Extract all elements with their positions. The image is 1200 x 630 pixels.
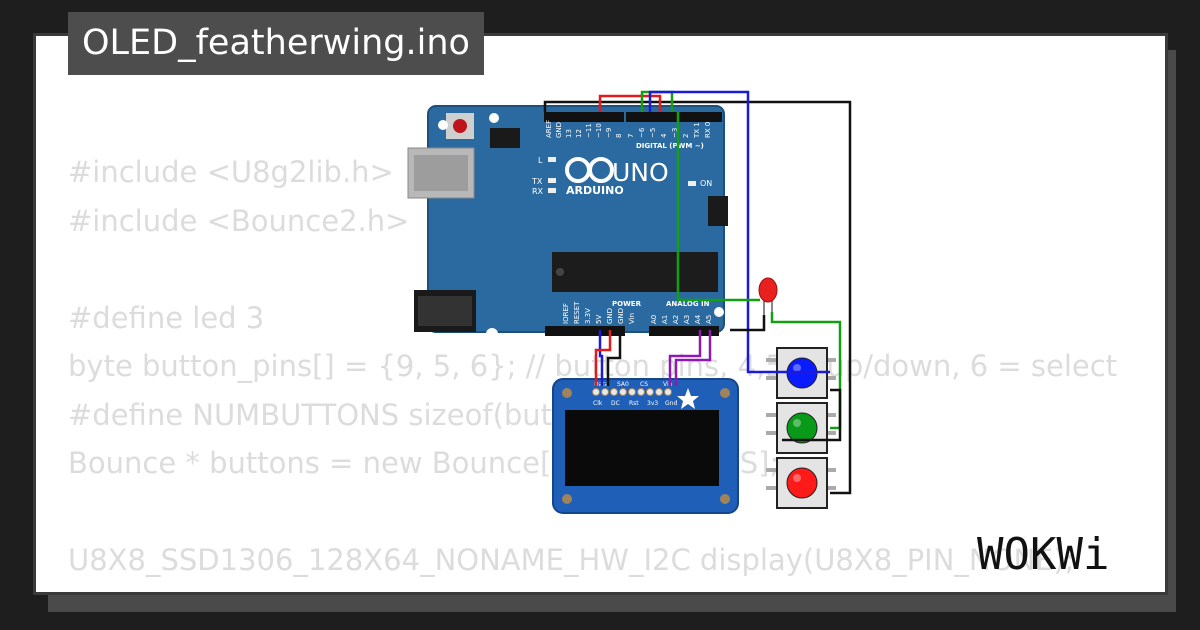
pin-label: ~9 <box>605 128 613 138</box>
pin-label: 4 <box>660 133 668 138</box>
wire <box>598 94 662 112</box>
pin-label: 7 <box>627 134 635 138</box>
power-pins-label: POWER <box>612 300 642 308</box>
pin-label: ~3 <box>671 128 679 138</box>
rx-label: RX <box>532 187 544 196</box>
board-model-label: UNO <box>612 158 669 187</box>
analog-pin-label: A1 <box>661 315 669 324</box>
pin-label: GND <box>555 122 563 138</box>
oled-pin-label: Vin <box>663 381 673 388</box>
board-brand-label: ARDUINO <box>566 184 624 197</box>
wire <box>648 90 830 374</box>
power-pin-label: 5V <box>595 315 603 324</box>
pin-label: ~11 <box>585 123 593 138</box>
pushbuttons <box>766 347 836 509</box>
oled-pin-label: DC <box>611 400 620 407</box>
pin-label: ~6 <box>638 127 646 138</box>
oled-pin-label: Clk <box>593 400 603 407</box>
wire <box>594 330 612 386</box>
pin-label: RX 0 <box>704 122 712 138</box>
wire <box>606 330 622 386</box>
code-line: #include <U8g2lib.h> <box>68 155 394 189</box>
pin-label: 13 <box>565 129 573 138</box>
microcontroller-chip <box>552 252 718 292</box>
wire <box>782 388 842 442</box>
pushbutton[interactable] <box>766 457 836 509</box>
analog-pin-label: A5 <box>705 315 713 324</box>
oled-pin <box>655 388 663 396</box>
arduino-logo: UNO ARDUINO <box>565 157 669 197</box>
circuit-diagram: UNO ARDUINO DIGITAL (PWM ~) ON L TX RX P… <box>407 90 852 514</box>
oled-pin <box>601 388 609 396</box>
wire <box>668 330 702 386</box>
oled-pin-label: SA0 <box>617 381 629 388</box>
analog-pin-label: A2 <box>672 315 680 324</box>
pin-label: AREF <box>545 120 553 138</box>
analog-pin-label: A3 <box>683 315 691 324</box>
tx-label: TX <box>531 177 543 186</box>
wire <box>730 315 766 332</box>
wire <box>676 112 760 302</box>
oled-pin <box>646 388 654 396</box>
power-pin-label: GND <box>617 308 625 324</box>
logo-text: WOKWi <box>977 529 1109 580</box>
code-line: U8X8_SSD1306_128X64_NONAME_HW_I2C displa… <box>68 543 1075 577</box>
led-l-label: L <box>538 156 543 165</box>
analog-pin-label: A0 <box>650 315 658 324</box>
code-line: #define led 3 <box>68 300 265 335</box>
oled-pin-label: Gnd <box>665 400 677 407</box>
oled-pin <box>637 388 645 396</box>
red-led <box>758 277 778 315</box>
arduino-uno-board: UNO ARDUINO DIGITAL (PWM ~) ON L TX RX P… <box>407 105 728 340</box>
power-pin-label: GND <box>606 308 614 324</box>
oled-screen <box>565 410 719 486</box>
power-pin-label: 3.3V <box>584 308 592 324</box>
analog-pins-label: ANALOG IN <box>666 300 710 308</box>
power-pin-label: Vin <box>628 313 636 324</box>
oled-pin-label: CS <box>640 381 648 388</box>
power-pin-label: RESET <box>573 301 581 324</box>
oled-pin-label: 3v3 <box>647 400 658 407</box>
oled-pin <box>628 388 636 396</box>
oled-pin-label: Rst <box>629 400 639 407</box>
digital-pins-label: DIGITAL (PWM ~) <box>636 142 704 150</box>
wire <box>770 312 842 430</box>
pin-label: TX 1 <box>693 122 701 139</box>
code-line: #include <Bounce2.h> <box>68 203 410 238</box>
wokwi-logo: WOKWi <box>977 529 1109 580</box>
wire <box>674 330 712 386</box>
analog-pin-label: A4 <box>694 314 702 324</box>
pin-label: ~10 <box>595 123 603 138</box>
project-title: OLED_featherwing.ino <box>68 12 484 75</box>
oled-pin <box>592 388 600 396</box>
oled-pin <box>610 388 618 396</box>
pin-label: 2 <box>682 134 690 138</box>
pushbutton[interactable] <box>766 402 836 454</box>
oled-pin <box>664 388 672 396</box>
pin-label: ~5 <box>649 128 657 138</box>
pin-label: 12 <box>575 129 583 138</box>
wire <box>543 100 852 495</box>
oled-pin <box>619 388 627 396</box>
power-pin-label: IOREF <box>562 303 570 324</box>
power-on-label: ON <box>700 179 712 188</box>
wire <box>598 330 604 386</box>
pin-label: 8 <box>615 134 623 138</box>
